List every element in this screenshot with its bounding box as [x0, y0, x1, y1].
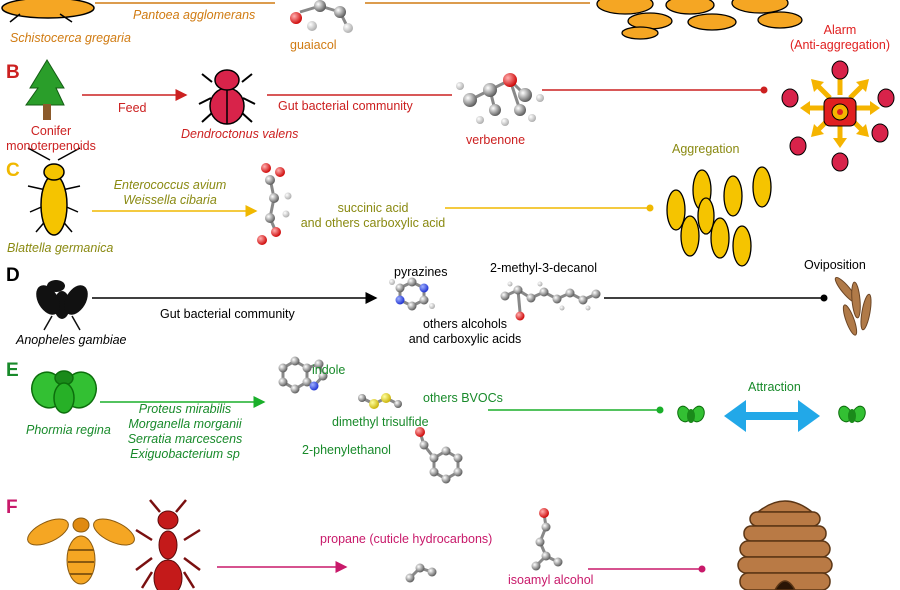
compound-label-f-1: propane (cuticle hydrocarbons) — [320, 532, 493, 546]
panel-a — [1, 0, 803, 40]
beetle-icon — [198, 69, 256, 125]
compound-label-e-3: others BVOCs — [423, 391, 503, 405]
effect-label-e: Attraction — [748, 380, 801, 394]
indole-molecule-icon — [278, 356, 328, 394]
bacteria-label-e-4: Exiguobacterium sp — [130, 447, 240, 461]
locust-icon — [1, 0, 95, 23]
compound-label-e-2: dimethyl trisulfide — [332, 415, 429, 429]
bacteria-label-e-1: Proteus mirabilis — [138, 402, 232, 416]
beetle-group-icon — [781, 60, 895, 172]
small-fly-icon — [677, 405, 705, 423]
succinic-acid-molecule-icon — [257, 163, 292, 245]
compound-label-f-2: isoamyl alcohol — [508, 573, 594, 587]
panel-c — [27, 147, 772, 267]
arrow-f-end-dot — [698, 565, 706, 573]
feed-label-b: Feed — [118, 101, 147, 115]
organism-label-d: Anopheles gambiae — [16, 333, 127, 347]
panel-f — [27, 499, 833, 590]
panel-b — [25, 59, 895, 172]
compound-label-e-1: indole — [312, 363, 346, 377]
compound-label-c-line1: succinic acid — [337, 201, 409, 215]
small-fly-icon-2 — [838, 405, 866, 423]
alarm-icon — [800, 64, 880, 148]
egg-cluster-icon — [834, 276, 872, 336]
verbenone-molecule-icon — [456, 73, 544, 126]
compound-label-d-3-line1: others alcohols — [422, 317, 508, 331]
attraction-double-arrow-icon — [724, 400, 820, 432]
compound-label-c-line2: and others carboxylic acid — [300, 216, 446, 230]
bacteria-label-d: Gut bacterial community — [160, 307, 295, 321]
decanol-molecule-icon — [500, 281, 601, 321]
compound-label-d-3-line2: and carboxylic acids — [408, 332, 522, 346]
effect-label-d: Oviposition — [804, 258, 866, 272]
source-label-b-line2: monoterpenoids — [6, 139, 96, 153]
propane-molecule-icon — [405, 563, 437, 583]
arrow-e-end-dot — [656, 406, 664, 414]
organism-label-e: Phormia regina — [26, 423, 111, 437]
panel-letter-b: B — [6, 62, 20, 83]
compound-label-d-1: pyrazines — [394, 265, 448, 279]
blowfly-icon — [31, 370, 97, 414]
panel-letter-f: F — [6, 497, 18, 518]
compound-label-d-2: 2-methyl-3-decanol — [490, 261, 597, 275]
effect-label-b-line2: (Anti-aggregation) — [789, 38, 891, 52]
pyrazine-molecule-icon — [389, 277, 435, 311]
phenylethanol-molecule-icon — [415, 427, 463, 484]
bacterium-label-c-2: Weissella cibaria — [123, 193, 217, 207]
bacteria-label-e-3: Serratia marcescens — [127, 432, 243, 446]
bee-icon — [27, 517, 135, 585]
organism-label-a: Schistocerca gregaria — [10, 31, 131, 45]
compound-label-e-4: 2-phenylethanol — [302, 443, 391, 457]
panel-letter-c: C — [6, 160, 20, 181]
organism-label-b: Dendroctonus valens — [181, 127, 299, 141]
effect-label-b-line1: Alarm — [823, 23, 857, 37]
arrow-b-end-dot — [760, 86, 768, 94]
ant-icon — [135, 499, 201, 590]
conifer-tree-icon — [25, 59, 65, 120]
panel-letter-e: E — [6, 360, 19, 381]
dimethyl-trisulfide-molecule-icon — [358, 393, 402, 409]
bacterium-label-c-1: Enterococcus avium — [113, 178, 227, 192]
source-label-b-line1: Conifer — [30, 124, 72, 138]
isoamyl-alcohol-molecule-icon — [531, 508, 563, 571]
organism-label-c: Blattella germanica — [7, 241, 114, 255]
compound-label-b: verbenone — [466, 133, 526, 147]
panel-d — [36, 276, 872, 336]
panel-letter-d: D — [6, 265, 20, 286]
guaiacol-molecule-icon — [290, 0, 353, 33]
effect-label-c: Aggregation — [672, 142, 740, 156]
bacterium-label-a: Pantoea agglomerans — [133, 8, 256, 22]
arrow-d-end-dot — [820, 294, 828, 302]
panel-e — [31, 356, 866, 484]
mosquito-icon — [36, 280, 88, 331]
bacteria-label-b: Gut bacterial community — [278, 99, 413, 113]
cockroach-group-icon — [666, 166, 772, 267]
bacteria-label-e-2: Morganella morganii — [128, 417, 242, 431]
arrow-c-end-dot — [646, 204, 654, 212]
locust-swarm-icon — [596, 0, 803, 40]
compound-label-a: guaiacol — [290, 38, 337, 52]
cockroach-icon — [27, 147, 81, 236]
beehive-icon — [737, 500, 833, 590]
